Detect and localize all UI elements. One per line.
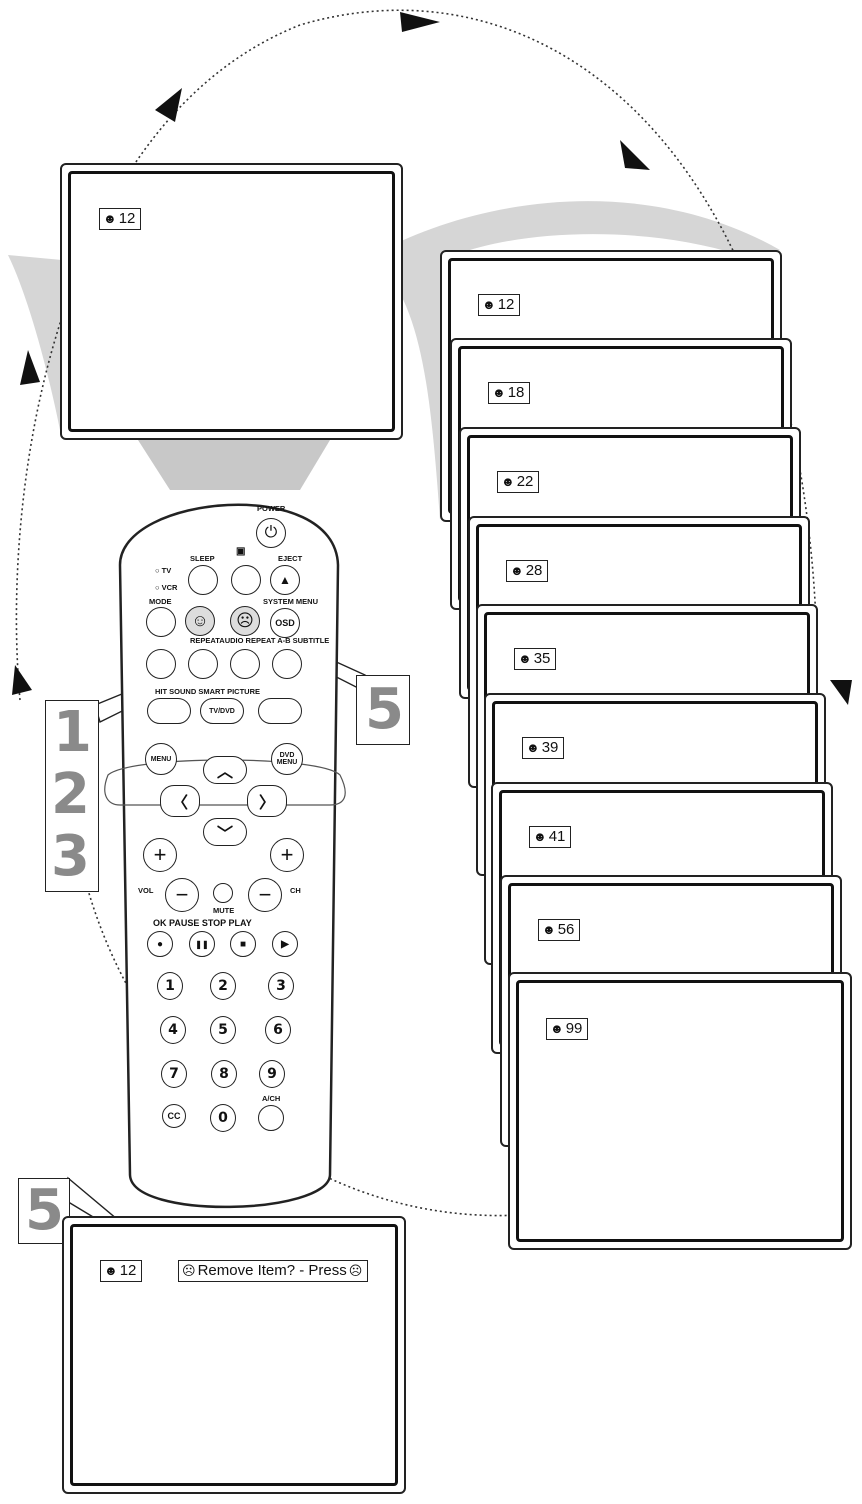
ch-label: CH [290,886,301,895]
smiley-icon: ☻ [518,651,532,666]
eject-button[interactable]: ▲ [270,565,300,595]
sweep-right [372,201,780,520]
sound-row-label: HIT SOUND SMART PICTURE [155,687,260,696]
vcr-indicator: ○ VCR [155,583,178,592]
repeat-row-label: REPEATAUDIO REPEAT A-B SUBTITLE [190,636,330,645]
vol-label: VOL [138,886,154,895]
frown-button[interactable]: ☹ [230,606,260,636]
stop-button[interactable]: ■ [230,931,256,957]
step-1: 1 [53,700,92,765]
tv-indicator: ○ TV [155,566,172,575]
ach-button[interactable] [258,1105,284,1131]
channel-label: ☻ 12 [100,1260,143,1282]
step-box-left: 1 2 3 [45,700,99,892]
channel-label: ☻41 [529,826,572,848]
mute-button[interactable] [213,883,233,903]
repeat-ab-button[interactable] [230,649,260,679]
channel-label: ☻12 [478,294,521,316]
channel-label: ☻28 [506,560,549,582]
transport-label: OK PAUSE STOP PLAY [153,918,252,928]
power-label: POWER [257,504,286,513]
eject-label: EJECT [278,554,303,563]
sleep-label: SLEEP [190,554,215,563]
beam-to-top-screen [138,440,330,490]
step-box-right: 5 [356,675,410,745]
ach-label: A/CH [262,1094,281,1103]
smiley-icon: ☻ [550,1021,564,1036]
picture-icon: ▣ [236,546,246,557]
subtitle-button[interactable] [272,649,302,679]
digit-2-button[interactable]: 2 [210,972,236,1000]
power-button[interactable]: ⏻ [256,518,286,548]
tvdvd-button[interactable]: TV/DVD [200,698,244,724]
left-button[interactable]: 〈 [160,785,200,817]
system-menu-label: SYSTEM MENU [263,597,319,606]
frown-icon: ☹ [348,1263,363,1278]
digit-1-button[interactable]: 1 [157,972,183,1000]
smiley-icon: ☻ [104,1263,118,1278]
remove-item-message: ☹ Remove Item? - Press ☹ [178,1260,369,1282]
smiley-icon: ☻ [492,385,506,400]
audio-button[interactable] [188,649,218,679]
smiley-icon: ☻ [533,829,547,844]
mode-label: MODE [149,597,172,606]
smiley-icon: ☻ [526,740,540,755]
step-3: 3 [51,824,90,889]
ch-down-button[interactable]: − [248,878,282,912]
digit-9-button[interactable]: 9 [259,1060,285,1088]
sleep-button[interactable] [188,565,218,595]
digit-4-button[interactable]: 4 [160,1016,186,1044]
digit-6-button[interactable]: 6 [265,1016,291,1044]
channel-label: ☻39 [522,737,565,759]
channel-label: ☻22 [497,471,540,493]
channel-label: ☻ 12 [99,208,142,230]
smiley-icon: ☻ [103,211,117,226]
channel-label: ☻56 [538,919,581,941]
ch-up-button[interactable]: + [270,838,304,872]
smiley-icon: ☻ [501,474,515,489]
smiley-icon: ☻ [482,297,496,312]
channel-label: ☻35 [514,648,557,670]
vol-up-button[interactable]: + [143,838,177,872]
top-tv-screen: ☻ 12 [60,163,403,440]
step-5-right: 5 [365,677,404,742]
digit-8-button[interactable]: 8 [211,1060,237,1088]
play-button[interactable]: ▶ [272,931,298,957]
picture-button[interactable] [231,565,261,595]
hit-sound-button[interactable] [147,698,191,724]
mode-button[interactable] [146,607,176,637]
digit-3-button[interactable]: 3 [268,972,294,1000]
pause-button[interactable]: ❚❚ [189,931,215,957]
vol-down-button[interactable]: − [165,878,199,912]
digit-7-button[interactable]: 7 [161,1060,187,1088]
step-2: 2 [51,762,90,827]
smile-button[interactable]: ☺ [185,606,215,636]
digit-5-button[interactable]: 5 [210,1016,236,1044]
frown-icon: ☹ [182,1263,196,1278]
stack-screen: ☻99 [508,972,852,1250]
smart-picture-button[interactable] [258,698,302,724]
bottom-tv-screen: ☻ 12 ☹ Remove Item? - Press ☹ [62,1216,406,1494]
repeat-button[interactable] [146,649,176,679]
osd-button[interactable]: OSD [270,608,300,638]
up-button[interactable]: ︿ [203,756,247,784]
step-box-bottom: 5 [18,1178,70,1244]
channel-label: ☻18 [488,382,531,404]
ok-button[interactable]: ● [147,931,173,957]
cc-button[interactable]: CC [162,1104,186,1128]
step-5-bottom: 5 [25,1178,64,1243]
mute-label: MUTE [213,906,235,915]
down-button[interactable]: ﹀ [203,818,247,846]
smiley-icon: ☻ [542,922,556,937]
digit-0-button[interactable]: 0 [210,1104,236,1132]
smiley-icon: ☻ [510,563,524,578]
menu-button[interactable]: MENU [145,743,177,775]
right-button[interactable]: 〉 [247,785,287,817]
sweep-left [8,255,62,430]
dvd-menu-button[interactable]: DVD MENU [271,743,303,775]
channel-label: ☻99 [546,1018,589,1040]
